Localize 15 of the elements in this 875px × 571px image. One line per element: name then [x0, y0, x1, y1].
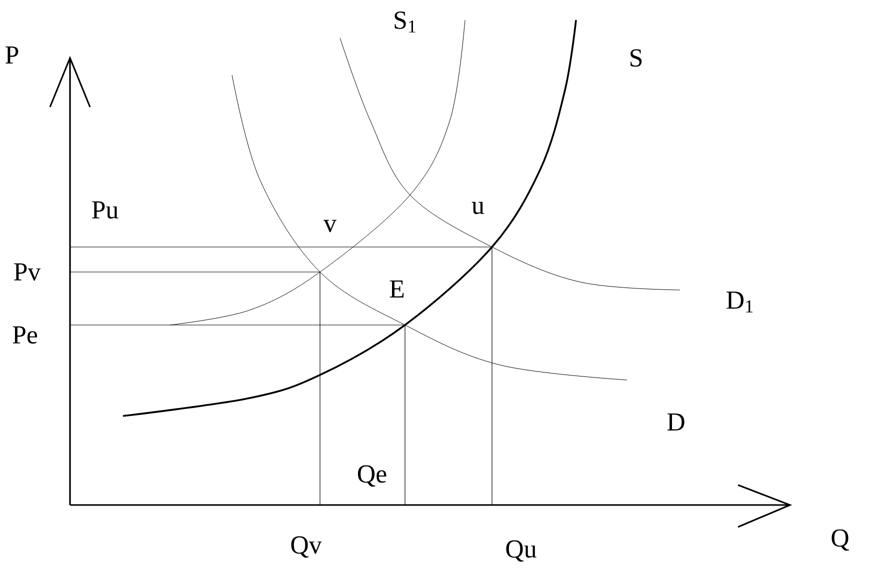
axis-label: P — [6, 46, 18, 64]
quantity-label: Qv — [291, 536, 322, 558]
curve-label: S$_{1}$ — [394, 12, 416, 32]
quantity-label: Qu — [506, 540, 536, 562]
point-label: v — [324, 220, 336, 232]
price-label: Pv — [14, 263, 41, 281]
quantity-label: Qe — [358, 465, 386, 487]
price-label: Pe — [12, 326, 38, 344]
curve-label: S — [630, 49, 642, 67]
curve-label: D$_{1}$ — [726, 292, 753, 312]
point-label: E — [390, 280, 404, 298]
curve-label: D — [667, 413, 684, 430]
price-label: Pu — [92, 201, 118, 219]
axis-label: Q — [832, 529, 849, 551]
point-label: u — [472, 202, 484, 214]
